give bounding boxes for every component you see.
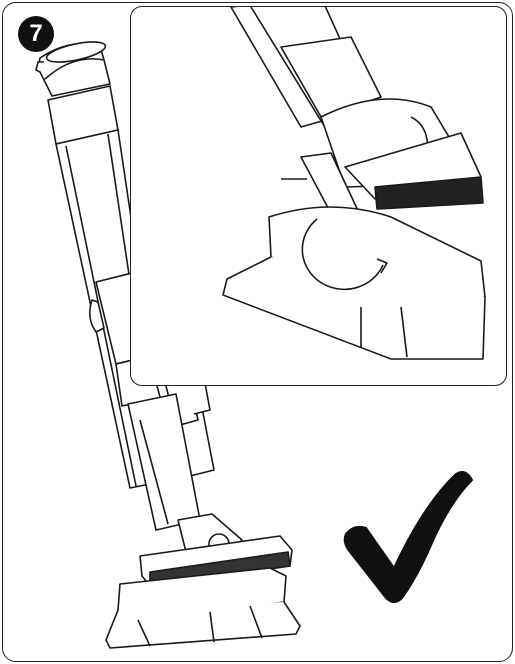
- checkmark-icon: [343, 471, 474, 603]
- floor-head: [105, 535, 301, 649]
- inset-floor-head-body: [344, 132, 484, 210]
- detail-inset: [130, 6, 507, 386]
- handle-connector: [35, 41, 111, 97]
- step-number-badge: 7: [18, 16, 54, 52]
- rotate-arrow-icon: [301, 218, 388, 291]
- inset-base-plate: [222, 206, 486, 360]
